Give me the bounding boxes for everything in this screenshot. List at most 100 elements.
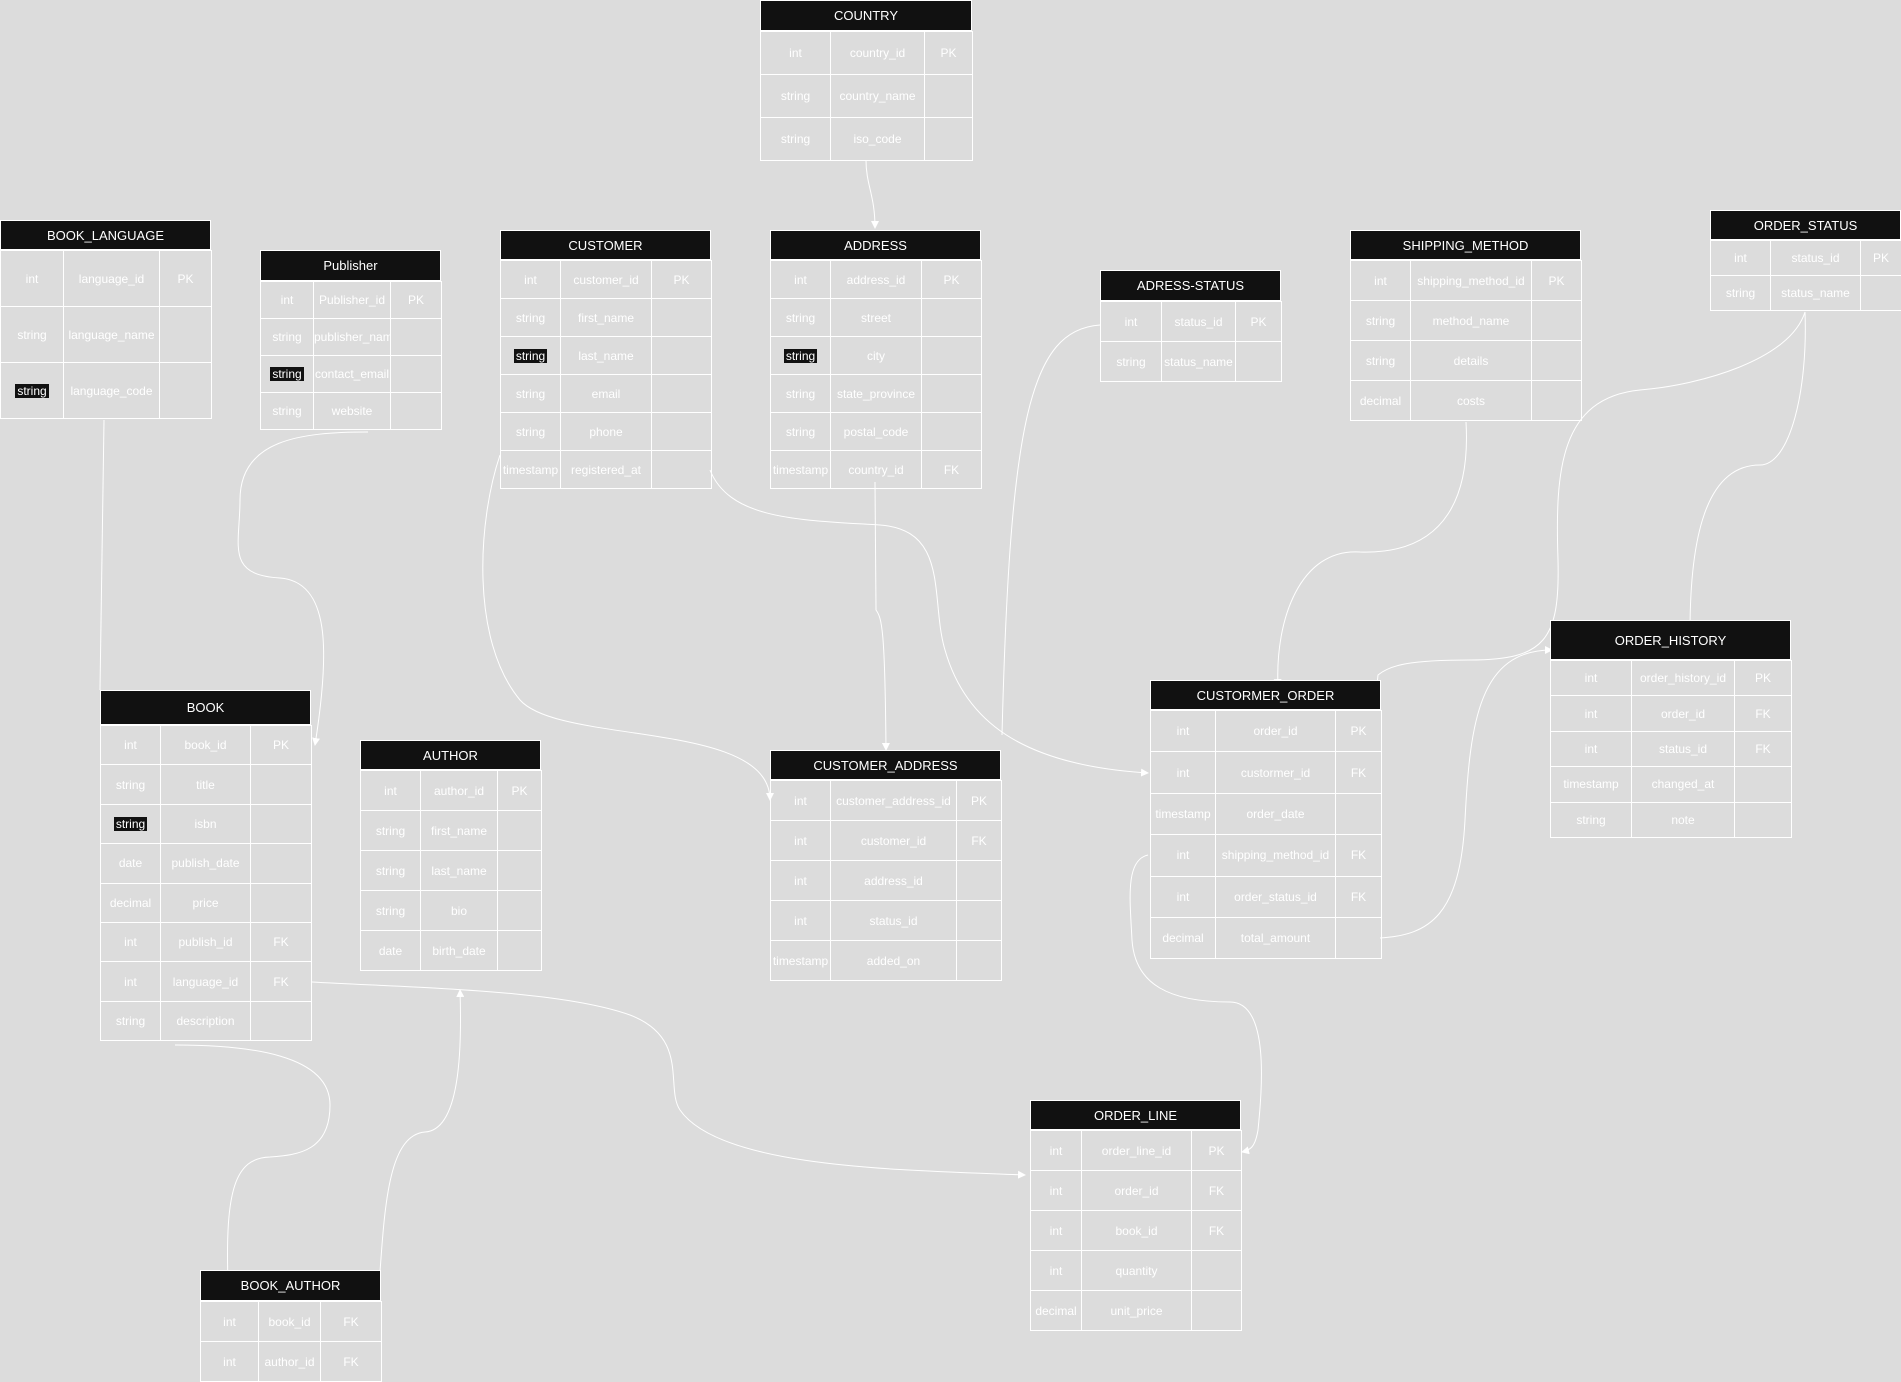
entity-title[interactable]: ORDER_STATUS	[1710, 210, 1901, 240]
entity-title[interactable]: CUSTOMER	[500, 230, 711, 260]
attribute-key	[957, 901, 1002, 941]
entity-title[interactable]: ORDER_LINE	[1030, 1100, 1241, 1130]
entity-title[interactable]: COUNTRY	[760, 0, 972, 31]
entity-title[interactable]: CUSTORMER_ORDER	[1150, 680, 1381, 710]
attribute-key	[925, 75, 973, 118]
entity-title[interactable]: BOOK_AUTHOR	[200, 1270, 381, 1301]
entity-title[interactable]: ADDRESS	[770, 230, 981, 260]
entity-title[interactable]: AUTHOR	[360, 740, 541, 770]
entity-title[interactable]: ORDER_HISTORY	[1550, 620, 1791, 660]
attribute-name: costs	[1411, 381, 1532, 421]
entity-title[interactable]: CUSTOMER_ADDRESS	[770, 750, 1001, 780]
entity-title[interactable]: ADRESS-STATUS	[1100, 270, 1281, 301]
entity-title[interactable]: BOOK_LANGUAGE	[0, 220, 211, 250]
entity-title[interactable]: SHIPPING_METHOD	[1350, 230, 1581, 260]
entity-title[interactable]: BOOK	[100, 690, 311, 725]
attribute-type: int	[771, 861, 831, 901]
entity-title[interactable]: Publisher	[260, 250, 441, 281]
